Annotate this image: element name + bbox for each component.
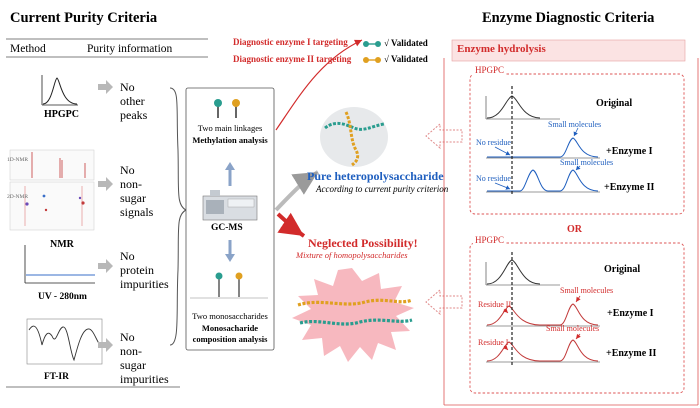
hydrolysis-label: Enzyme hydrolysis: [457, 43, 546, 55]
left-title: Current Purity Criteria: [10, 10, 158, 26]
top-small-molecules-2: Small molecules: [560, 158, 614, 167]
top-small-molecules-1: Small molecules: [548, 120, 602, 129]
top-no-residue-2: No residue: [476, 174, 511, 183]
uv-thumbnail: [24, 245, 95, 284]
hollow-arrows: [425, 122, 463, 316]
bottom-enzyme2: +Enzyme II: [606, 348, 657, 359]
or-label: OR: [567, 224, 582, 235]
hpgpc-thumbnail: [41, 75, 78, 106]
bottom-original: Original: [604, 264, 641, 275]
bottom-enzyme1: +Enzyme I: [607, 308, 654, 319]
linkages-label: Two main linkages: [197, 123, 263, 133]
monosaccharides-label: Two monosaccharides: [192, 311, 268, 321]
right-title: Enzyme Diagnostic Criteria: [482, 10, 655, 26]
nmr-1d-label: 1D-NMR: [7, 157, 29, 163]
homopolysaccharide-mixture-star: [292, 268, 414, 362]
bottom-panel: [469, 242, 685, 394]
method-uv: UV - 280nm: [38, 292, 87, 302]
neglected-title: Neglected Possibility!: [308, 236, 418, 250]
pure-subtitle: According to current purity criterion: [316, 184, 449, 194]
hydrolysis-banner: [451, 39, 686, 62]
top-enzyme1: +Enzyme I: [606, 146, 653, 157]
purity-info-header: Purity information: [87, 43, 173, 55]
bottom-small-molecules-2: Small molecules: [546, 324, 600, 333]
bottom-residue1: Residue I: [478, 338, 509, 347]
left-gray-arrows: [98, 80, 113, 352]
top-no-residue-1: No residue: [476, 138, 511, 147]
pure-title: Pure heteropolysaccharide: [307, 169, 444, 183]
method-nmr: NMR: [50, 239, 74, 250]
validated-2: √ Validated: [384, 54, 428, 64]
nmr-thumbnail: [9, 149, 95, 231]
hpgpc-bottom-label: HPGPC: [473, 235, 507, 245]
top-original: Original: [596, 98, 633, 109]
homopolysaccharide-chains: [297, 298, 413, 326]
validated-1: √ Validated: [384, 38, 428, 48]
methylation-label: Methylation analysis: [192, 135, 268, 145]
gcms-instrument: [202, 190, 258, 221]
top-chromatograms: [485, 86, 600, 195]
top-panel: [469, 73, 685, 215]
bottom-small-molecules-1: Small molecules: [560, 286, 614, 295]
diag-enzyme-2: Diagnostic enzyme II targeting: [233, 54, 352, 64]
gcms-label: GC-MS: [211, 223, 243, 233]
nmr-2d-label: 2D-NMR: [7, 194, 29, 200]
linkage-icons: [214, 99, 240, 118]
bottom-chromatograms: [485, 252, 600, 366]
method-ftir: FT-IR: [44, 372, 69, 382]
top-enzyme2: +Enzyme II: [604, 182, 655, 193]
bottom-residue2: Residue II: [478, 300, 512, 309]
mono-comp-line2: composition analysis: [192, 334, 268, 344]
method-header: Method: [10, 43, 46, 55]
mono-icons: [190, 272, 268, 299]
method-hpgpc: HPGPC: [44, 109, 79, 120]
curly-brace: [169, 87, 188, 346]
mono-comp-line1: Monosacharide: [201, 323, 259, 333]
diagnostic-legend-icons: [363, 41, 381, 63]
hpgpc-top-label: HPGPC: [473, 65, 507, 75]
ftir-thumbnail: [26, 318, 103, 365]
neglected-subtitle: Mixture of homopolysaccharides: [296, 250, 408, 260]
diag-enzyme-1: Diagnostic enzyme I targeting: [233, 37, 348, 47]
pure-heteropolysaccharide-icon: [320, 107, 388, 167]
